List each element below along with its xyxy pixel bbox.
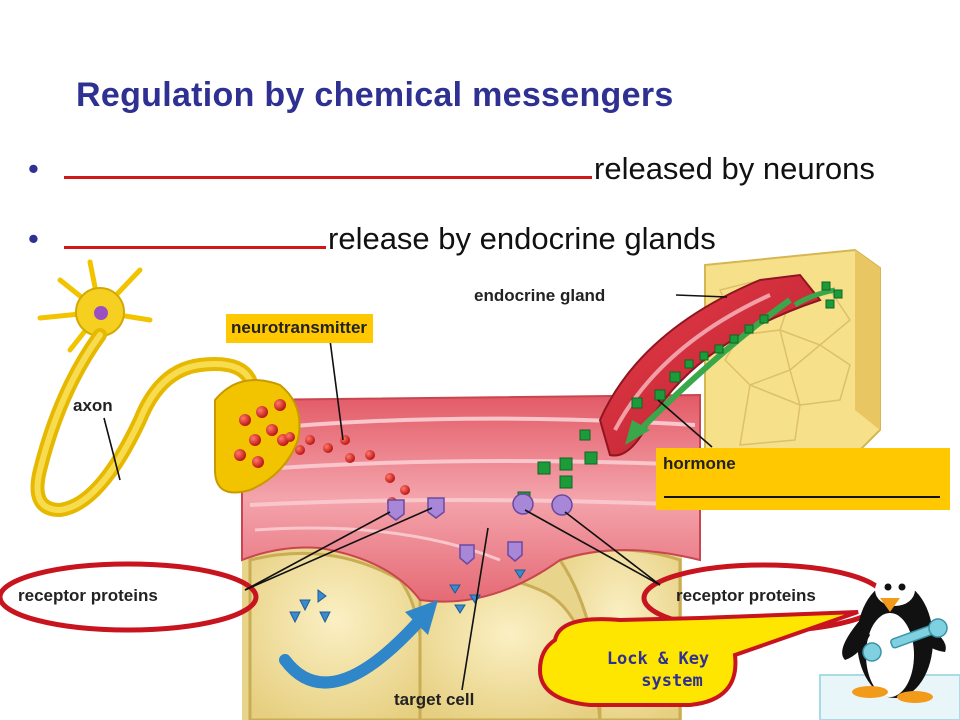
neuron-cell-icon [30, 259, 301, 518]
fill-in-blank [64, 220, 326, 249]
lock-and-key-line-2: system [641, 671, 703, 691]
receptor-left-highlight [0, 561, 259, 633]
receptor-proteins-left-label: receptor proteins [18, 586, 158, 605]
penguin-mascot-icon [819, 574, 960, 720]
lock-and-key-caption: Lock & Key system [578, 648, 738, 692]
bullet-text: released by neurons [594, 151, 875, 186]
bullet-hormones: • release by endocrine glands [28, 220, 716, 257]
hormone-label-box: hormone [656, 448, 950, 510]
endocrine-gland-label: endocrine gland [474, 286, 606, 305]
wrench-icon [862, 618, 948, 662]
receptor-proteins-right-label: receptor proteins [676, 586, 816, 605]
bullet-neurotransmitters: • released by neurons [28, 150, 875, 187]
axon-label: axon [73, 396, 113, 415]
neurotransmitter-label: neurotransmitter [226, 314, 374, 343]
signal-arrow [279, 600, 438, 689]
fill-in-blank [64, 150, 592, 179]
bullet-marker: • [28, 221, 39, 256]
bullet-text: release by endocrine glands [328, 221, 716, 256]
bullet-marker: • [28, 151, 39, 186]
signal-triangles [289, 569, 526, 624]
hormone-label: hormone [663, 454, 736, 473]
hormone-fill-in-blank [664, 496, 940, 498]
target-cell-label: target cell [394, 690, 475, 709]
lock-and-key-line-1: Lock & Key [606, 649, 710, 669]
slide-title: Regulation by chemical messengers [76, 76, 674, 114]
speech-bubble [537, 610, 859, 707]
leader-lines [103, 294, 728, 691]
hormone-particles [517, 281, 843, 505]
